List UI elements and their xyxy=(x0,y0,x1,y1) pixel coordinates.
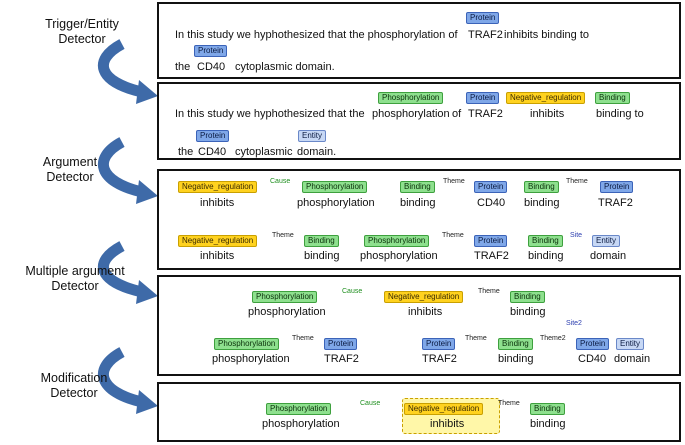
panel4-prot2-word: TRAF2 xyxy=(422,353,457,365)
panel2-tag-phosphorylation: Phosphorylation xyxy=(378,92,444,104)
panel4-theme2: Theme xyxy=(292,335,314,342)
panel3-cause: Cause xyxy=(270,178,291,185)
panel4-bind2-word: binding xyxy=(498,353,534,365)
panel3-bind2-word: binding xyxy=(524,197,560,209)
panel4-phos1-tag: Phosphorylation xyxy=(252,291,318,303)
panel3-prot1-word: CD40 xyxy=(477,197,506,209)
panel3-phos1-tag: Phosphorylation xyxy=(302,181,368,193)
stage-label-trigger: Trigger/Entity Detector xyxy=(12,17,152,47)
panel4-phos1-word: phosphorylation xyxy=(248,306,326,318)
panel4-prot1-tag: Protein xyxy=(324,338,358,350)
panel2-tag-entity: Entity xyxy=(298,130,327,142)
stage-label-multiple-text: Multiple argument Detector xyxy=(25,264,125,293)
panel4-phos2-tag: Phosphorylation xyxy=(214,338,280,350)
panel1-line1: In this study we hyphothesized that the … xyxy=(175,29,458,41)
stage-label-modification-text: Modification Detector xyxy=(40,371,108,400)
panel3-theme4: Theme xyxy=(442,232,464,239)
panel2-line1: In this study we hyphothesized that the xyxy=(175,108,365,120)
panel3-neg2-word: inhibits xyxy=(200,250,235,262)
panel3-prot1-tag: Protein xyxy=(474,181,508,193)
panel3-prot2-word: TRAF2 xyxy=(598,197,633,209)
panel3-neg1-tag: Negative_regulation xyxy=(178,181,258,193)
panel3-theme2: Theme xyxy=(566,178,588,185)
panel3-prot3-tag: Protein xyxy=(474,235,508,247)
panel3-site1: Site xyxy=(570,232,583,239)
panel4-neg-tag: Negative_regulation xyxy=(384,291,464,303)
panel3-bind2-tag: Binding xyxy=(524,181,559,193)
panel3-bind4-word: binding xyxy=(528,250,564,262)
panel4-ent-tag: Entity xyxy=(616,338,645,350)
panel2-traf2: TRAF2 xyxy=(468,108,503,120)
panel4-prot1-word: TRAF2 xyxy=(324,353,359,365)
panel3-bind1-tag: Binding xyxy=(400,181,435,193)
panel3-neg2-tag: Negative_regulation xyxy=(178,235,258,247)
stage-arrow-3 xyxy=(98,241,158,304)
panel1-line1-rest: inhibits binding to xyxy=(504,29,590,41)
panel3-ent1-tag: Entity xyxy=(592,235,621,247)
panel3-ent1-word: domain xyxy=(590,250,627,262)
panel3-phos1-word: phosphorylation xyxy=(297,197,375,209)
panel4-cause: Cause xyxy=(342,288,363,295)
panel5-phos-tag: Phosphorylation xyxy=(266,403,332,415)
panel4-theme1: Theme xyxy=(478,288,500,295)
panel1-cd40: CD40 xyxy=(197,61,226,73)
panel5-neg-word: inhibits xyxy=(430,418,465,430)
stage-arrow-4 xyxy=(98,347,158,414)
panel5-phos-word: phosphorylation xyxy=(262,418,340,430)
panel1-traf2: TRAF2 xyxy=(468,29,503,41)
panel3-phos2-word: phosphorylation xyxy=(360,250,438,262)
panel2-tag-negreg: Negative_regulation xyxy=(506,92,586,104)
panel5-cause: Cause xyxy=(360,400,381,407)
panel3-bind3-word: binding xyxy=(304,250,340,262)
panel3-neg1-word: inhibits xyxy=(200,197,235,209)
panel1-the: the xyxy=(175,61,191,73)
panel2-the: the xyxy=(178,146,194,158)
panel5-bind-tag: Binding xyxy=(530,403,565,415)
panel4-phos2-word: phosphorylation xyxy=(212,353,290,365)
panel3-theme1: Theme xyxy=(443,178,465,185)
panel3-theme3: Theme xyxy=(272,232,294,239)
panel4-neg-word: inhibits xyxy=(408,306,443,318)
panel4-theme4: Theme2 xyxy=(540,335,566,342)
panel2-domain: domain. xyxy=(297,146,337,158)
panel4-bind1-word: binding xyxy=(510,306,546,318)
panel2-cd40: CD40 xyxy=(198,146,227,158)
panel3-bind3-tag: Binding xyxy=(304,235,339,247)
stage-label-argument: Argument Detector xyxy=(20,155,120,185)
panel5-neg-tag: Negative_regulation xyxy=(404,403,484,415)
stage-arrow-1 xyxy=(98,39,158,104)
panel4-bind2-tag: Binding xyxy=(498,338,533,350)
panel3-prot3-word: TRAF2 xyxy=(474,250,509,262)
panel2-tag-protein-2: Protein xyxy=(196,130,230,142)
panel4-prot2-tag: Protein xyxy=(422,338,456,350)
panel2-inhibits: inhibits xyxy=(530,108,565,120)
panel1-line2-rest: cytoplasmic domain. xyxy=(235,61,335,73)
stage-label-argument-text: Argument Detector xyxy=(42,155,98,184)
stage-label-trigger-text: Trigger/Entity Detector xyxy=(45,17,119,46)
panel4-prot3-tag: Protein xyxy=(576,338,610,350)
stage-arrow-2 xyxy=(98,137,158,204)
panel3-prot2-tag: Protein xyxy=(600,181,634,193)
panel4-bind1-tag: Binding xyxy=(510,291,545,303)
panel3-bind1-word: binding xyxy=(400,197,436,209)
panel3-bind4-tag: Binding xyxy=(528,235,563,247)
panel2-phosphorylation: phosphorylation xyxy=(372,108,450,120)
panel4-site2: Site2 xyxy=(566,320,582,327)
panel2-binding-to: binding to xyxy=(596,108,644,120)
panel3-phos2-tag: Phosphorylation xyxy=(364,235,430,247)
panel5-bind-word: binding xyxy=(530,418,566,430)
panel5-theme: Theme xyxy=(498,400,520,407)
panel2-tag-protein-1: Protein xyxy=(466,92,500,104)
panel2-of: of xyxy=(452,108,462,120)
panel1-tag-protein-1: Protein xyxy=(466,12,500,24)
panel4-prot3-word: CD40 xyxy=(578,353,607,365)
panel2-tag-binding: Binding xyxy=(595,92,630,104)
panel1-tag-protein-2: Protein xyxy=(194,45,228,57)
panel2-cytoplasmic: cytoplasmic xyxy=(235,146,293,158)
panel4-ent-word: domain xyxy=(614,353,651,365)
stage-label-modification: Modification Detector xyxy=(14,371,134,401)
panel-trigger xyxy=(157,2,681,79)
panel4-theme3: Theme xyxy=(465,335,487,342)
stage-label-multiple: Multiple argument Detector xyxy=(0,264,150,294)
